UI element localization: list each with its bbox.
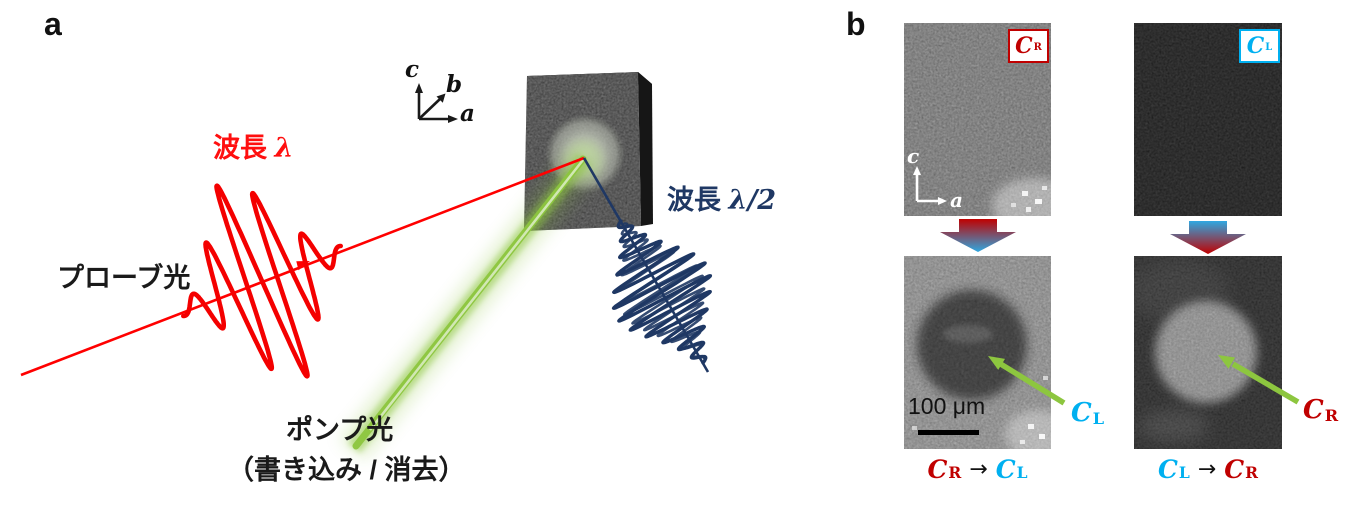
- write-arrow-blue-to-red: [1170, 221, 1246, 254]
- image-axis-c-label: c: [907, 144, 920, 168]
- probe-wavelength-label: 波長 λ: [213, 126, 293, 165]
- shg-wavelength-symbol: λ/2: [728, 185, 777, 216]
- micrograph-written-cl: [904, 256, 1051, 449]
- bright-speckles: [1011, 186, 1047, 212]
- scale-bar-label: 100 μm: [908, 393, 986, 419]
- micrograph-initial-cl: [1134, 23, 1282, 216]
- shg-wavelength-label: 波長 λ/2: [667, 178, 776, 217]
- probe-arrowhead: [296, 261, 310, 271]
- annotation-cr: CR: [1303, 395, 1339, 426]
- image-axis-a-label: a: [950, 188, 963, 212]
- image-axes: [913, 166, 947, 205]
- write-arrow-red-to-blue: [940, 219, 1016, 252]
- probe-beam-label: プローブ光: [57, 263, 191, 293]
- shg-wavelength-prefix: 波長: [667, 185, 721, 215]
- micrograph-written-cr: [1134, 256, 1282, 449]
- scale-bar: [918, 430, 979, 435]
- probe-wavelength-symbol: λ: [274, 133, 294, 164]
- axis-c-label: c: [405, 56, 420, 83]
- shg-wave-packet: [611, 219, 713, 365]
- state-cl-symbol: C: [1246, 33, 1265, 59]
- annotation-cl: CL: [1071, 398, 1105, 429]
- state-cr-sub: R: [1033, 42, 1042, 54]
- pump-beam-label: ポンプ光: [286, 415, 394, 445]
- caption-arrow: →: [969, 457, 988, 482]
- axis-a-label: a: [460, 100, 475, 127]
- state-cr-symbol: C: [1015, 33, 1033, 59]
- axis-b-label: b: [446, 71, 463, 98]
- pump-beam: [338, 149, 598, 461]
- probe-wavelength-prefix: 波長: [213, 133, 267, 163]
- crystal-glow-spot: [545, 114, 625, 194]
- state-cl-sub: L: [1265, 42, 1273, 54]
- panel-a-label: a: [44, 6, 62, 42]
- caption-arrow: →: [1197, 457, 1217, 482]
- probe-wave-packet: [181, 183, 344, 379]
- micrograph-initial-cr: [904, 23, 1051, 216]
- panel-b-label: b: [846, 6, 866, 42]
- crystal: [524, 72, 653, 231]
- pump-beam-note: （書き込み / 消去）: [227, 455, 466, 485]
- panel-a-graphic: [20, 72, 713, 461]
